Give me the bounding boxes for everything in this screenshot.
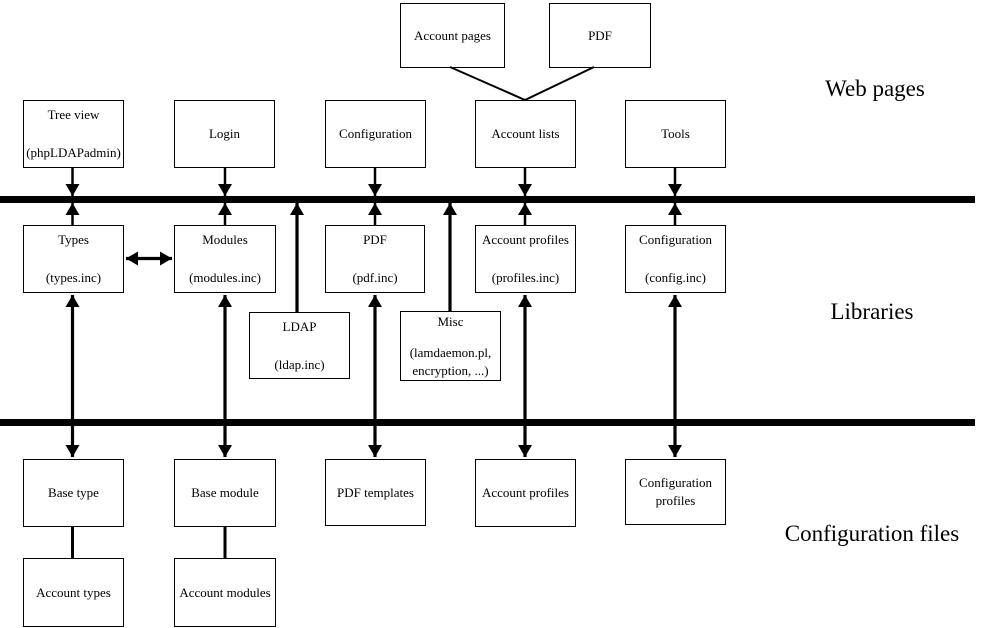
box-label: Account lists bbox=[491, 126, 560, 141]
box-pdf-templates: PDF templates bbox=[325, 459, 426, 526]
box-pdf-lib: PDF (pdf.inc) bbox=[325, 225, 425, 293]
box-tree-view: Tree view (phpLDAPadmin) bbox=[23, 100, 124, 168]
box-label: Configuration bbox=[339, 126, 412, 141]
box-types-lib: Types (types.inc) bbox=[23, 225, 124, 293]
box-sublabel: (profiles.inc) bbox=[491, 270, 560, 285]
box-account-lists: Account lists bbox=[475, 100, 576, 168]
box-pdf-page: PDF bbox=[549, 3, 651, 68]
box-config-profiles-file: Configuration profiles bbox=[625, 459, 726, 525]
box-label: Tools bbox=[661, 126, 690, 141]
box-label: PDF templates bbox=[337, 484, 414, 500]
box-profiles-lib: Account profiles (profiles.inc) bbox=[475, 225, 576, 293]
box-label: Tree view bbox=[47, 107, 100, 122]
box-label: Configuration bbox=[639, 232, 712, 247]
box-label: LDAP bbox=[282, 318, 317, 334]
box-sublabel: (pdf.inc) bbox=[352, 270, 398, 285]
box-account-types: Account types bbox=[23, 558, 124, 627]
box-label: Misc bbox=[437, 314, 464, 329]
box-label: Account profiles bbox=[481, 232, 569, 247]
layer-label-configuration-files: Configuration files bbox=[784, 521, 960, 546]
box-login: Login bbox=[174, 100, 275, 168]
box-sublabel: profiles bbox=[655, 493, 696, 508]
box-config-lib: Configuration (config.inc) bbox=[625, 225, 726, 293]
plain-links bbox=[71, 527, 227, 558]
box-sublabel: (config.inc) bbox=[644, 270, 706, 285]
box-label: Base type bbox=[48, 485, 99, 500]
box-sublabel: encryption, ...) bbox=[412, 363, 489, 378]
box-misc-lib: Misc (lamdaemon.pl, encryption, ...) bbox=[400, 311, 501, 381]
diagonal-links bbox=[449, 66, 595, 102]
box-label: Types bbox=[58, 232, 89, 247]
box-label: Account modules bbox=[179, 584, 271, 600]
box-sublabel: (lamdaemon.pl, bbox=[409, 345, 492, 360]
box-sublabel: (modules.inc) bbox=[189, 270, 261, 285]
box-label: Configuration bbox=[639, 475, 712, 490]
layer-label-libraries: Libraries bbox=[830, 299, 914, 324]
box-configuration-page: Configuration bbox=[325, 100, 426, 168]
library-to-configfile-arrows bbox=[65, 295, 682, 457]
box-base-type: Base type bbox=[23, 459, 124, 527]
layer-label-web-pages: Web pages bbox=[825, 76, 925, 101]
box-sublabel: (phpLDAPadmin) bbox=[26, 145, 121, 160]
box-modules-lib: Modules (modules.inc) bbox=[174, 225, 276, 293]
box-account-profiles-file: Account profiles bbox=[475, 459, 576, 527]
box-label: Account types bbox=[36, 584, 111, 600]
box-sublabel: (ldap.inc) bbox=[274, 356, 325, 372]
box-label: PDF bbox=[588, 27, 612, 43]
box-account-pages: Account pages bbox=[400, 3, 505, 68]
box-label: Base module bbox=[191, 485, 259, 500]
box-sublabel: (types.inc) bbox=[45, 270, 102, 285]
box-label: Modules bbox=[202, 232, 248, 247]
box-ldap-lib: LDAP (ldap.inc) bbox=[249, 312, 350, 379]
box-tools: Tools bbox=[625, 100, 726, 168]
box-base-module: Base module bbox=[174, 459, 276, 527]
box-label: Account profiles bbox=[481, 485, 569, 500]
box-label: PDF bbox=[363, 232, 387, 247]
box-label: Account pages bbox=[414, 27, 491, 43]
box-label: Login bbox=[208, 126, 241, 141]
link-accountpages-pdf-to-accountlists bbox=[449, 66, 595, 102]
web-to-bus-arrows bbox=[65, 168, 682, 196]
box-account-modules: Account modules bbox=[174, 558, 276, 627]
